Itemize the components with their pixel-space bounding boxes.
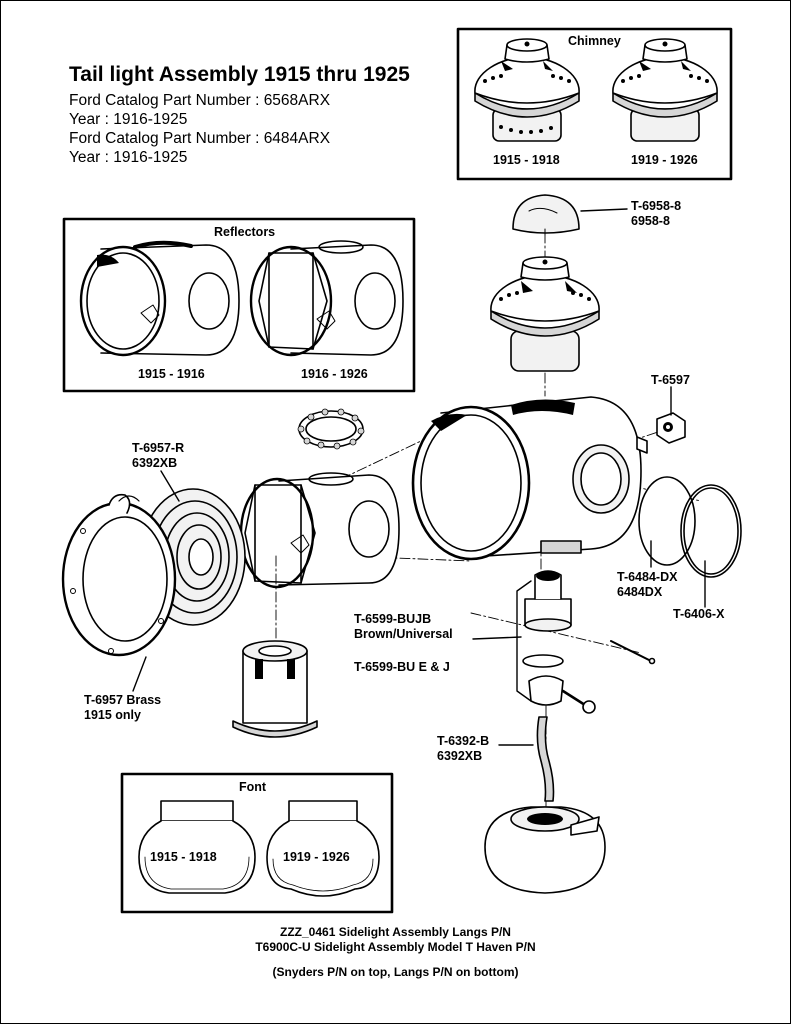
reflectors-year-2: 1916 - 1926 — [301, 367, 368, 381]
chimney-box — [456, 27, 733, 181]
reflectors-year-1: 1915 - 1916 — [138, 367, 205, 381]
chimney-box-title: Chimney — [568, 34, 621, 48]
reflector-1915-1916-drawing — [79, 240, 240, 357]
main-chimney-drawing — [490, 256, 600, 372]
font-year-2: 1919 - 1926 — [283, 850, 350, 864]
door-ring-drawing — [61, 493, 177, 657]
callout-t6599bujb: T-6599-BUJB Brown/Universal — [354, 612, 453, 641]
callout-t6957r: T-6957-R 6392XB — [132, 441, 185, 470]
reflectors-box-title: Reflectors — [214, 225, 276, 239]
burner-drawing — [522, 570, 656, 714]
chimney-1915-1918-drawing — [474, 38, 580, 142]
chimney-year-2: 1919 - 1926 — [631, 153, 698, 167]
catalog-line-1: Ford Catalog Part Number : 6568ARX — [69, 92, 331, 109]
wick-drawing — [536, 716, 555, 802]
callout-t6406x: T-6406-X — [673, 607, 725, 621]
font-reservoir-drawing — [232, 640, 318, 738]
bead-ring-drawing — [297, 408, 365, 450]
oil-pot-drawing — [484, 806, 606, 894]
callout-t6392b: T-6392-B 6392XB — [437, 734, 490, 763]
catalog-line-2: Year : 1916-1925 — [69, 111, 188, 128]
font-year-1: 1915 - 1918 — [150, 850, 217, 864]
page-title: Tail light Assembly 1915 thru 1925 — [69, 63, 410, 86]
reflector-1916-1926-drawing — [249, 240, 404, 357]
font-1919-1926-drawing — [266, 800, 380, 897]
callout-t6957-brass: T-6957 Brass 1915 only — [84, 693, 162, 722]
callout-t6958: T-6958-8 6958-8 — [631, 199, 682, 228]
font-1915-1918-drawing — [138, 800, 256, 894]
catalog-line-4: Year : 1916-1925 — [69, 149, 188, 166]
dome-cap-drawing — [512, 194, 580, 236]
footer-line-1: ZZZ_0461 Sidelight Assembly Langs P/N — [280, 925, 511, 939]
chimney-year-1: 1915 - 1918 — [493, 153, 560, 167]
footer-line-3: (Snyders P/N on top, Langs P/N on bottom… — [272, 965, 519, 979]
lamp-body-drawing — [411, 396, 648, 561]
reflectors-box — [62, 217, 416, 393]
nut-drawing — [656, 412, 686, 444]
catalog-info: Ford Catalog Part Number : 6568ARX Year … — [69, 91, 330, 167]
lens-and-ring-drawing — [638, 476, 742, 578]
leader-lines — [132, 208, 706, 746]
callout-t6597: T-6597 — [651, 373, 690, 387]
callout-t6599bu: T-6599-BU E & J — [354, 660, 450, 674]
font-box — [120, 772, 394, 914]
font-box-title: Font — [239, 780, 267, 794]
callout-t6484dx: T-6484-DX 6484DX — [617, 570, 678, 599]
catalog-line-3: Ford Catalog Part Number : 6484ARX — [69, 130, 331, 147]
center-reflector-drawing — [239, 472, 400, 589]
footer-line-2: T6900C-U Sidelight Assembly Model T Have… — [255, 940, 536, 954]
chimney-1919-1926-drawing — [612, 38, 718, 142]
